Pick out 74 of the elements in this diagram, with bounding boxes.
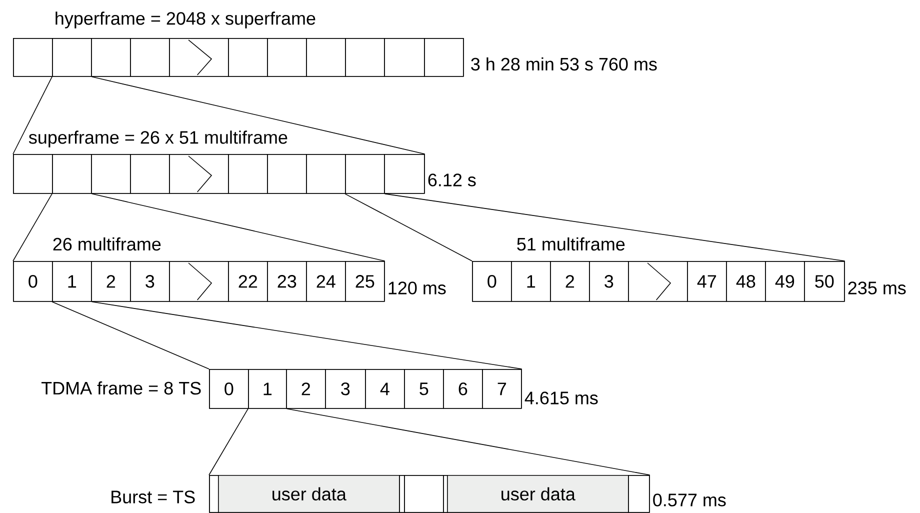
empty-cell bbox=[91, 154, 131, 194]
empty-cell bbox=[91, 38, 131, 77]
frame-title: TDMA frame = 8 TS bbox=[42, 381, 201, 395]
frame-title: 51 multiframe bbox=[517, 237, 625, 251]
slot-cell: 2 bbox=[550, 261, 590, 302]
zoom-line bbox=[52, 301, 210, 370]
slot-cell: 0 bbox=[209, 369, 249, 409]
slot-cell: 22 bbox=[228, 261, 268, 302]
slot-cell: 3 bbox=[325, 369, 366, 409]
slot-cell: 7 bbox=[482, 369, 522, 409]
slot-cell: 3 bbox=[589, 261, 629, 302]
slot-cell: 0 bbox=[472, 261, 512, 302]
empty-cell bbox=[424, 38, 464, 77]
empty-cell bbox=[399, 475, 405, 513]
empty-cell bbox=[228, 38, 268, 77]
break-cell bbox=[169, 261, 229, 302]
frame-title: Burst = TS bbox=[112, 490, 195, 504]
empty-cell bbox=[306, 154, 346, 194]
zoom-line bbox=[286, 408, 650, 476]
zoom-line bbox=[12, 76, 52, 154]
empty-cell bbox=[345, 38, 385, 77]
slot-cell: 47 bbox=[687, 261, 727, 302]
empty-cell bbox=[306, 38, 346, 77]
zoom-line bbox=[91, 193, 386, 262]
slot-cell: 1 bbox=[52, 261, 92, 302]
slot-cell: 48 bbox=[726, 261, 766, 302]
slot-cell: 24 bbox=[306, 261, 346, 302]
slot-cell: 49 bbox=[765, 261, 805, 302]
zoom-line bbox=[91, 76, 426, 154]
slot-cell: 25 bbox=[345, 261, 385, 302]
slot-cell: 0 bbox=[13, 261, 53, 302]
duration-label: 6.12 s bbox=[428, 174, 476, 186]
empty-cell bbox=[13, 38, 53, 77]
zoom-line bbox=[208, 408, 248, 476]
empty-cell bbox=[13, 154, 53, 194]
slot-cell: 4 bbox=[365, 369, 405, 409]
frame-title: superframe = 26 x 51 multiframe bbox=[28, 130, 288, 148]
slot-cell: 2 bbox=[91, 261, 131, 302]
frame-title: hyperframe = 2048 x superframe bbox=[56, 12, 316, 28]
empty-cell bbox=[404, 475, 444, 513]
slot-cell: 23 bbox=[267, 261, 307, 302]
break-cell bbox=[169, 154, 229, 194]
empty-cell bbox=[130, 154, 170, 194]
data-field: user data bbox=[447, 475, 629, 513]
break-cell bbox=[628, 261, 688, 302]
zoom-line bbox=[91, 301, 522, 370]
empty-cell bbox=[384, 154, 425, 194]
zoom-line bbox=[12, 193, 52, 262]
duration-label: 4.615 ms bbox=[524, 392, 598, 404]
empty-cell bbox=[130, 38, 170, 77]
break-cell bbox=[169, 38, 229, 77]
empty-cell bbox=[267, 154, 307, 194]
slot-cell: 50 bbox=[804, 261, 845, 302]
data-field: user data bbox=[218, 475, 400, 513]
slot-cell: 1 bbox=[511, 261, 551, 302]
duration-label: 3 h 28 min 53 s 760 ms bbox=[471, 57, 657, 71]
duration-label: 0.577 ms bbox=[653, 494, 726, 506]
empty-cell bbox=[52, 38, 92, 77]
slot-cell: 6 bbox=[443, 369, 483, 409]
duration-label: 120 ms bbox=[388, 282, 446, 294]
empty-cell bbox=[628, 475, 650, 513]
zoom-line bbox=[344, 193, 472, 262]
empty-cell bbox=[345, 154, 385, 194]
zoom-line bbox=[384, 193, 846, 262]
slot-cell: 5 bbox=[404, 369, 444, 409]
empty-cell bbox=[384, 38, 425, 77]
slot-cell: 1 bbox=[248, 369, 287, 409]
empty-cell bbox=[267, 38, 307, 77]
duration-label: 235 ms bbox=[848, 282, 906, 294]
slot-cell: 3 bbox=[130, 261, 170, 302]
empty-cell bbox=[228, 154, 268, 194]
slot-cell: 2 bbox=[286, 369, 326, 409]
empty-cell bbox=[52, 154, 92, 194]
frame-title: 26 multiframe bbox=[53, 237, 161, 251]
